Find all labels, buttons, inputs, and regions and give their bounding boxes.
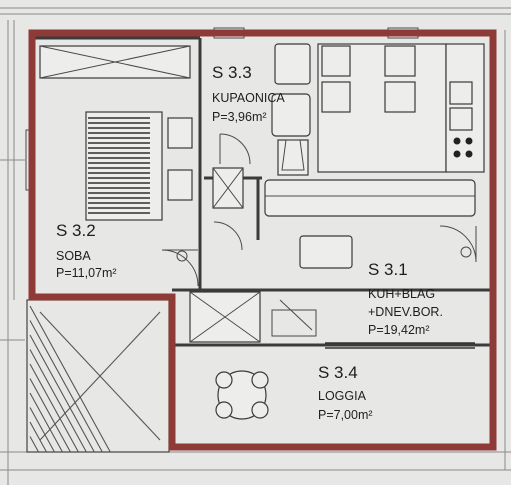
room-code: S 3.3 (212, 63, 252, 82)
room-name: KUPAONICA (212, 91, 285, 105)
room-name-line2: +DNEV.BOR. (368, 305, 443, 319)
room-area: P=19,42m² (368, 323, 430, 337)
room-code: S 3.1 (368, 260, 408, 279)
staircase (26, 299, 170, 453)
room-code: S 3.4 (318, 363, 358, 382)
room-s3-4-label: S 3.4 LOGGIA P=7,00m² (318, 363, 373, 422)
room-name: SOBA (56, 249, 91, 263)
room-name-line1: KUH+BLAG (368, 287, 435, 301)
room-s3-2-label: S 3.2 SOBA P=11,07m² (56, 221, 117, 280)
kitchen-furniture (264, 43, 485, 269)
interior-walls (32, 36, 490, 347)
room-s3-1-label: S 3.1 KUH+BLAG +DNEV.BOR. P=19,42m² (368, 260, 443, 337)
exterior-wall (28, 29, 497, 451)
loggia-furniture (215, 370, 269, 420)
room-area: P=7,00m² (318, 408, 373, 422)
bedroom-furniture (39, 45, 199, 287)
room-name: LOGGIA (318, 389, 367, 403)
room-area: P=11,07m² (56, 266, 117, 280)
room-code: S 3.2 (56, 221, 96, 240)
bathroom-fixtures (212, 43, 311, 251)
room-s3-3-label: S 3.3 KUPAONICA P=3,96m² (212, 63, 285, 124)
room-area: P=3,96m² (212, 110, 267, 124)
